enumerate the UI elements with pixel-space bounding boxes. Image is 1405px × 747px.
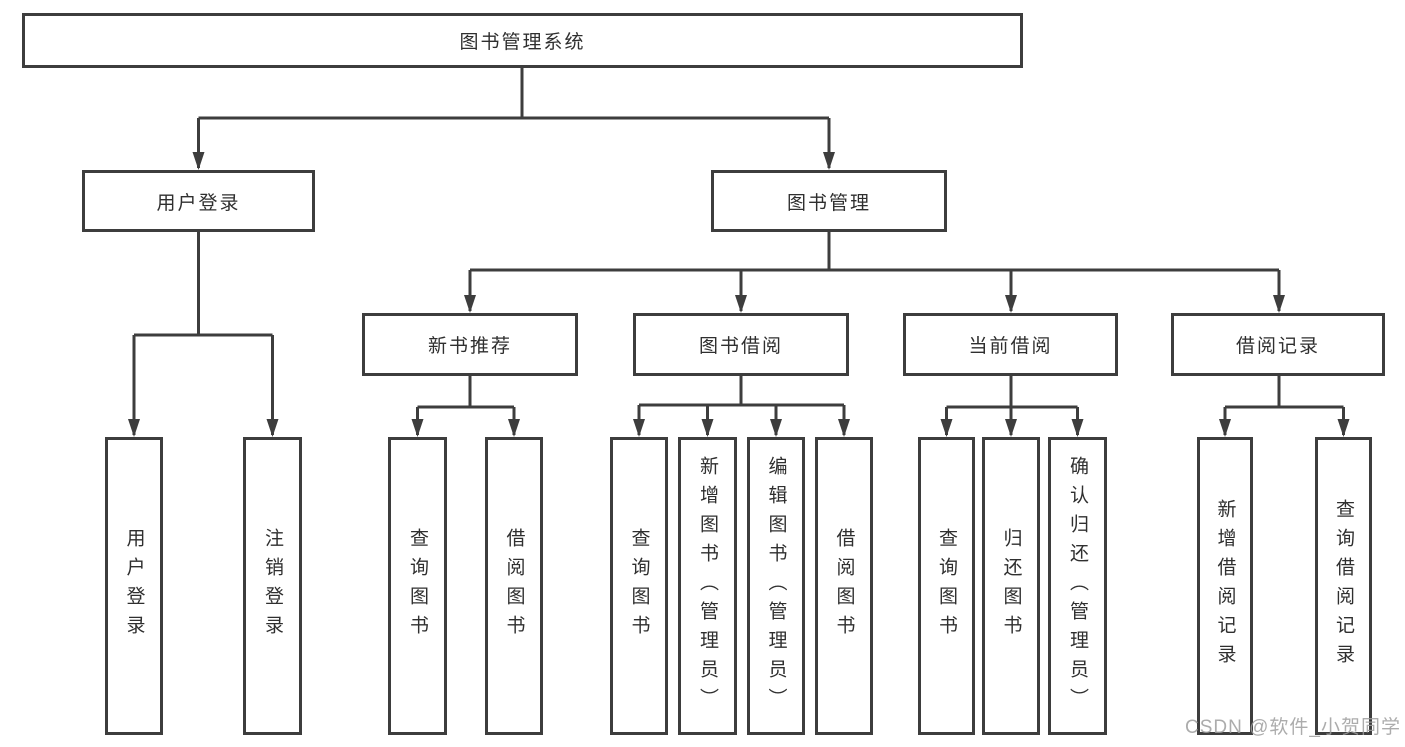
node-label: 新增借阅记录 [1214,499,1236,673]
node-label: 确认归还（管理员） [1067,455,1088,717]
node-cb-confirm-return-admin: 确认归还（管理员） [1048,437,1107,735]
node-bb-borrow-book: 借阅图书 [815,437,873,735]
node-label: 借阅记录 [1235,336,1320,357]
node-book-borrowing: 图书借阅 [633,313,849,376]
node-label: 注销登录 [262,528,283,644]
node-label: 用户登录 [156,192,241,214]
node-borrow-records: 借阅记录 [1171,313,1385,376]
node-label: 当前借阅 [968,336,1053,357]
node-user-login: 用户登录 [82,170,315,232]
node-cb-query-book: 查询图书 [918,437,975,735]
node-label: 借阅图书 [833,528,855,644]
csdn-watermark: CSDN @软件_小贺同学 [1185,717,1401,738]
node-label: 归还图书 [1000,528,1022,644]
node-label: 图书管理系统 [459,32,586,53]
node-library-system: 图书管理系统 [22,13,1023,68]
node-label: 新增图书（管理员） [697,455,718,717]
node-nbr-query-book: 查询图书 [388,437,447,735]
node-label: 图书管理 [786,192,871,214]
node-bb-query-book: 查询图书 [610,437,668,735]
node-current-borrowing: 当前借阅 [903,313,1118,376]
node-label: 新书推荐 [427,336,512,357]
node-cb-return-book: 归还图书 [982,437,1040,735]
node-new-book-recommend: 新书推荐 [362,313,578,376]
node-label: 借阅图书 [503,528,525,644]
node-bb-add-book-admin: 新增图书（管理员） [678,437,737,735]
node-label: 查询图书 [628,528,650,644]
node-user-login-action: 用户登录 [105,437,163,735]
node-book-management: 图书管理 [711,170,947,232]
node-label: 编辑图书（管理员） [765,455,787,717]
node-br-query-record: 查询借阅记录 [1315,437,1372,735]
node-br-add-record: 新增借阅记录 [1197,437,1253,735]
node-label: 查询图书 [936,528,957,644]
node-logout-action: 注销登录 [243,437,302,735]
node-label: 图书借阅 [698,336,783,357]
node-nbr-borrow-book: 借阅图书 [485,437,543,735]
node-label: 用户登录 [123,528,145,644]
node-label: 查询借阅记录 [1333,499,1354,673]
node-label: 查询图书 [407,528,428,644]
node-bb-edit-book-admin: 编辑图书（管理员） [747,437,805,735]
